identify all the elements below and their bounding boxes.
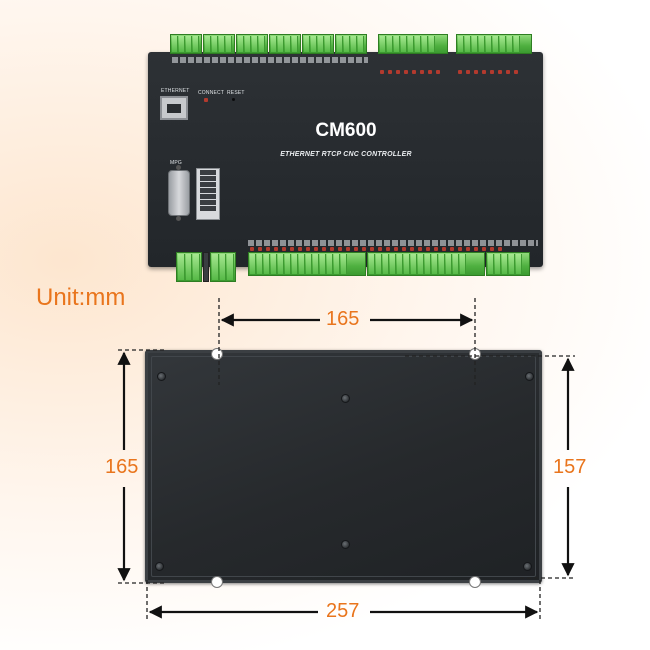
- plate-inner-edge: [151, 356, 536, 577]
- terminal-block: [210, 252, 236, 282]
- mounting-hole-icon: [469, 576, 481, 588]
- terminal-block: [335, 34, 367, 54]
- terminal-gap: [203, 252, 209, 282]
- model-subtitle: ETHERNET RTCP CNC CONTROLLER: [280, 151, 412, 158]
- screw-icon: [155, 562, 164, 571]
- mpg-label: MPG: [170, 160, 182, 166]
- power-terminals: [176, 252, 236, 282]
- screw-icon: [157, 372, 166, 381]
- dimension-height-left: 165: [105, 456, 139, 478]
- dimension-mount-spacing: 165: [326, 308, 360, 330]
- terminal-block: [378, 34, 448, 54]
- mounting-plate-photo: [145, 348, 542, 588]
- bottom-led-row: [250, 247, 502, 251]
- terminal-block: [170, 34, 202, 54]
- top-pin-labels: [172, 57, 368, 63]
- terminal-block: [269, 34, 301, 54]
- terminal-block: [203, 34, 235, 54]
- bottom-pin-labels: [248, 240, 538, 246]
- connect-led: [204, 98, 208, 102]
- reset-label: RESET: [227, 90, 245, 96]
- screw-icon: [341, 394, 350, 403]
- model-title: CM600: [315, 120, 377, 141]
- connect-label: CONNECT: [198, 90, 225, 96]
- mpg-db15-port: [168, 165, 190, 221]
- reset-pinhole: [232, 98, 235, 101]
- top-terminal-strip-middle: [378, 34, 448, 54]
- screw-icon: [525, 372, 534, 381]
- top-terminal-strip-left: [170, 34, 367, 54]
- terminal-block: [456, 34, 532, 54]
- dip-switch-panel: [196, 168, 220, 220]
- screw-icon: [523, 562, 532, 571]
- mounting-hole-icon: [211, 576, 223, 588]
- top-led-row-left: [380, 70, 440, 74]
- screw-icon: [341, 540, 350, 549]
- terminal-block: [176, 252, 202, 282]
- terminal-block: [367, 252, 485, 276]
- terminal-block: [302, 34, 334, 54]
- terminal-block: [236, 34, 268, 54]
- ethernet-label: ETHERNET: [161, 88, 190, 94]
- terminal-block: [248, 252, 366, 276]
- ethernet-port: [160, 96, 188, 120]
- bottom-terminal-strip: [248, 252, 530, 276]
- dimension-height-right: 157: [553, 456, 587, 478]
- terminal-block: [486, 252, 530, 276]
- dimension-width: 257: [326, 600, 360, 622]
- top-led-row-right: [458, 70, 518, 74]
- unit-label: Unit:mm: [36, 284, 126, 311]
- mounting-hole-icon: [211, 348, 223, 360]
- top-terminal-strip-right: [456, 34, 532, 54]
- cnc-controller-photo: ETHERNET CONNECT RESET CM600 ETHERNET RT…: [148, 34, 543, 282]
